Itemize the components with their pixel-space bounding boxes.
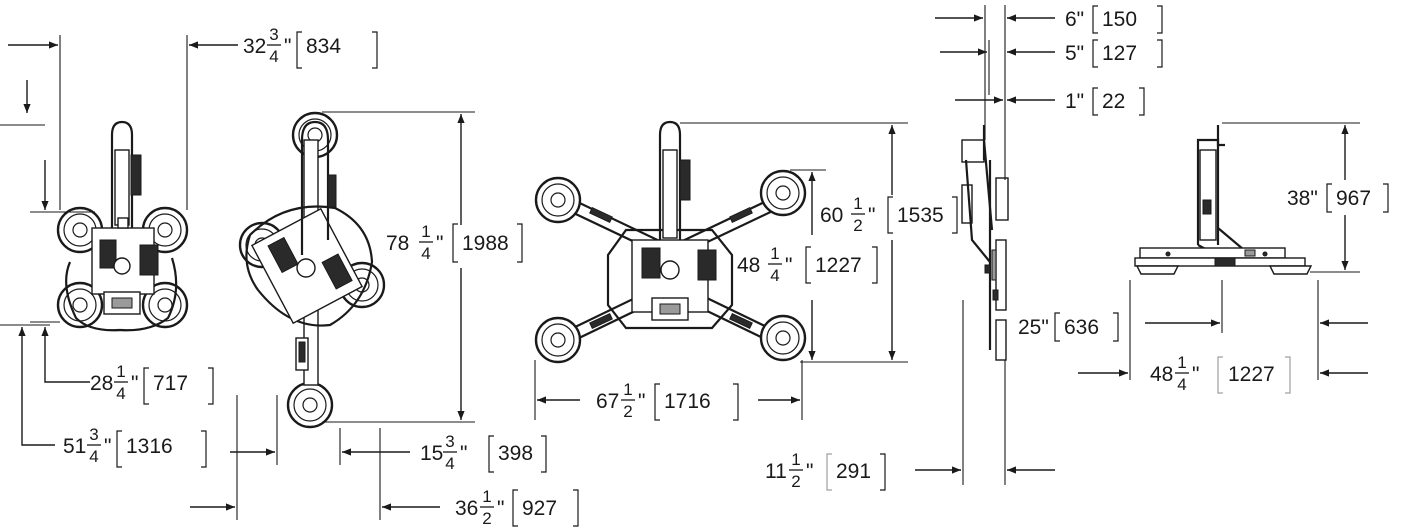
dim-60-1-2: 60 1 2 " 1535: [820, 194, 958, 235]
dim-38: 38" 967: [1287, 183, 1389, 213]
dim5-mm: 398: [498, 442, 533, 465]
lifter-drawing-3: [534, 120, 807, 364]
view-rotated: [190, 111, 475, 520]
dim9-inch: ": [638, 390, 645, 413]
dim6-den: 2: [482, 509, 491, 528]
dim1-mm: 834: [306, 35, 341, 58]
lifter-drawing-1: [56, 120, 189, 332]
dim4-inch: ": [104, 435, 111, 458]
dim2-inch: ": [436, 232, 443, 255]
dim8-den: 4: [770, 266, 779, 285]
dim9-num: 1: [623, 380, 632, 399]
dim16-whole: 48: [1150, 363, 1173, 386]
dim13-mm: 22: [1102, 90, 1125, 113]
dim3-num: 1: [116, 362, 125, 381]
dim14-label: 25": [1018, 316, 1049, 339]
dim10-num: 1: [791, 450, 800, 469]
dim1-num: 3: [269, 25, 278, 44]
dim2-den: 4: [421, 244, 430, 263]
dim-28-1-4: 28 1 4 " 717: [90, 362, 214, 405]
dim12-mm: 127: [1102, 42, 1137, 65]
dim4-whole: 51: [63, 435, 86, 458]
dim3-mm: 717: [153, 372, 188, 395]
dim16-num: 1: [1177, 353, 1186, 372]
dim7-whole: 60: [820, 204, 843, 227]
dim3-den: 4: [116, 384, 125, 403]
dim10-mm: 291: [836, 460, 871, 483]
dim1-inch: ": [284, 35, 291, 58]
dim-48-1-4-end: 48 1 4 " 1227: [1150, 353, 1291, 394]
dim11-mm: 150: [1102, 8, 1137, 31]
lifter-drawing-2: [238, 111, 386, 429]
dim-32-3-4: 32 3 4 " 834: [243, 25, 378, 69]
dim7-num: 1: [853, 194, 862, 213]
dim1-whole: 32: [243, 35, 266, 58]
dim-1: 1" 22: [1065, 87, 1145, 116]
dim13-label: 1": [1065, 90, 1084, 113]
dim-25: 25" 636: [1018, 312, 1119, 342]
dim6-whole: 36: [455, 497, 478, 520]
dim15-label: 38": [1287, 187, 1318, 210]
dim6-inch: ": [497, 497, 504, 520]
dim-6: 6" 150: [1065, 5, 1163, 34]
dim11-label: 6": [1065, 8, 1084, 31]
lifter-drawing-5: [1134, 125, 1313, 275]
dim-5: 5" 127: [1065, 39, 1163, 68]
dim16-den: 4: [1177, 375, 1186, 394]
dim-48-1-4: 48 1 4 " 1227: [737, 244, 878, 285]
view-end: [1078, 122, 1368, 380]
dim14-mm: 636: [1064, 316, 1099, 339]
dim5-den: 4: [445, 454, 454, 473]
dim1-den: 4: [269, 47, 278, 66]
dim3-whole: 28: [90, 372, 113, 395]
dim4-den: 4: [89, 447, 98, 466]
dim12-label: 5": [1065, 42, 1084, 65]
dim10-den: 2: [791, 472, 800, 491]
dim7-inch: ": [868, 204, 875, 227]
dim2-mm: 1988: [462, 232, 509, 255]
dim-67-1-2: 67 1 2 " 1716: [596, 380, 739, 421]
dim9-whole: 67: [596, 390, 619, 413]
dim7-mm: 1535: [897, 204, 944, 227]
dim2-whole: 78: [386, 232, 409, 255]
lifter-drawing-4: [961, 125, 1009, 361]
dim7-den: 2: [853, 216, 862, 235]
dim8-mm: 1227: [815, 254, 862, 277]
dim16-inch: ": [1192, 363, 1199, 386]
dim8-whole: 48: [737, 254, 760, 277]
dim10-inch: ": [806, 460, 813, 483]
dim4-mm: 1316: [126, 435, 173, 458]
dim-36-1-2: 36 1 2 " 927: [455, 487, 579, 528]
dim-11-1-2: 11 1 2 " 291: [765, 450, 886, 491]
dim5-num: 3: [445, 432, 454, 451]
dim4-num: 3: [89, 425, 98, 444]
dim6-num: 1: [482, 487, 491, 506]
view-side: [915, 5, 1055, 485]
view-compact-folded: [0, 35, 238, 446]
dim16-mm: 1227: [1228, 363, 1275, 386]
dim5-whole: 15: [420, 442, 443, 465]
dim3-inch: ": [131, 372, 138, 395]
dim5-inch: ": [460, 442, 467, 465]
dim6-mm: 927: [522, 497, 557, 520]
dim15-mm: 967: [1336, 187, 1371, 210]
dim9-mm: 1716: [664, 390, 711, 413]
dim2-num: 1: [421, 222, 430, 241]
dim8-num: 1: [770, 244, 779, 263]
dim-51-3-4: 51 3 4 " 1316: [63, 425, 207, 468]
dim8-inch: ": [785, 254, 792, 277]
dim9-den: 2: [623, 402, 632, 421]
view-extended: [534, 120, 908, 420]
dim-15-3-4: 15 3 4 " 398: [420, 432, 547, 473]
dim10-whole: 11: [765, 460, 787, 483]
dim-78-1-4: 78 1 4 " 1988: [386, 222, 523, 263]
